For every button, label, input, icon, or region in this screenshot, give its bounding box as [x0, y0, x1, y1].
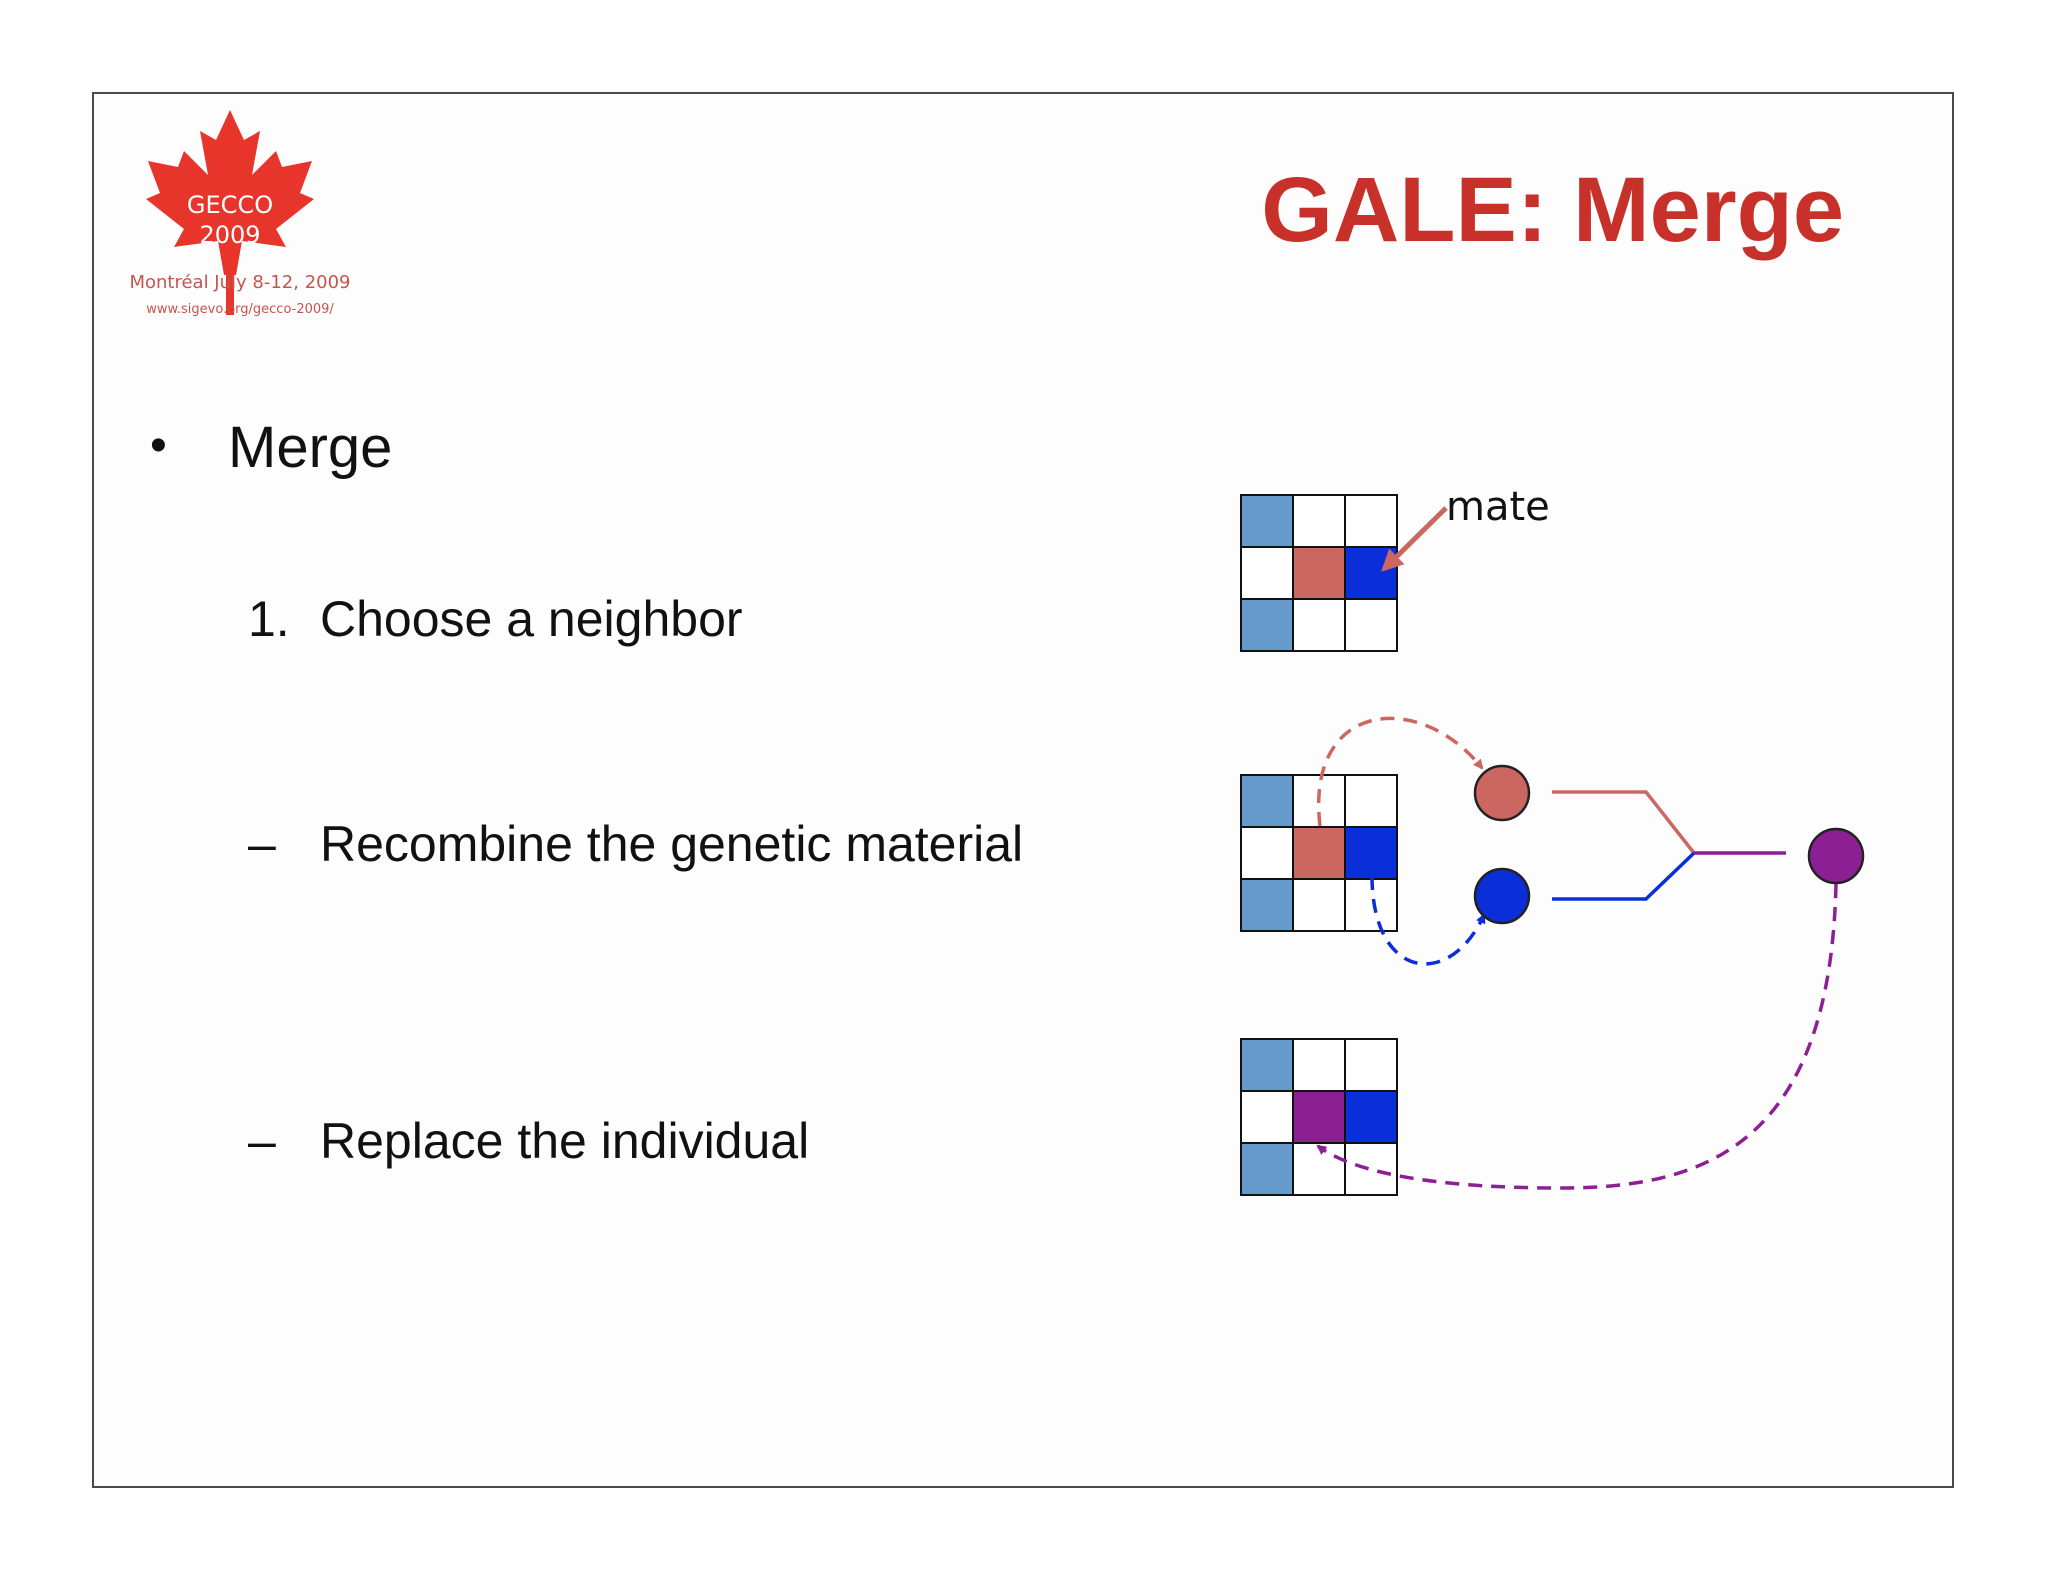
grid-cell-offspring	[1292, 1090, 1346, 1144]
step-label: Recombine the genetic material	[320, 816, 1024, 872]
individual-to-parent-arrow	[1316, 716, 1484, 827]
step-marker: –	[248, 1113, 276, 1169]
grid-cell-empty	[1344, 774, 1398, 828]
step-label: Replace the individual	[320, 1113, 810, 1169]
grid-recombine	[1240, 774, 1398, 932]
slide-frame	[92, 92, 1954, 1488]
step-choose-neighbor: 1. Choose a neighbor	[248, 590, 743, 648]
grid-cell-mate	[1344, 826, 1398, 880]
parent-mate-node	[1473, 867, 1531, 925]
mate-to-parent-arrow	[1370, 875, 1486, 966]
grid-cell-empty	[1344, 1038, 1398, 1092]
replace-arrow	[1316, 883, 1838, 1190]
grid-replace	[1240, 1038, 1398, 1196]
logo-city-date: Montréal July 8-12, 2009	[129, 272, 351, 293]
main-bullet-label: Merge	[228, 415, 393, 480]
offspring-node	[1807, 827, 1865, 885]
grid-cell-empty	[1344, 494, 1398, 548]
step-recombine: –Recombine the genetic material	[248, 815, 1023, 873]
grid-cell-empty	[1292, 598, 1346, 652]
mate-label: mate	[1446, 484, 1550, 530]
grid-cell-neighbor	[1240, 1142, 1294, 1196]
grid-choose-neighbor	[1240, 494, 1398, 652]
page-title: GALE: Merge	[1261, 159, 1844, 261]
individual-crossover-line	[1552, 790, 1696, 855]
mate-arrow	[1381, 506, 1448, 572]
logo-badge-line2: 2009	[199, 221, 260, 249]
grid-cell-empty	[1344, 598, 1398, 652]
grid-cell-individual	[1292, 826, 1346, 880]
grid-cell-neighbor	[1240, 774, 1294, 828]
grid-cell-empty	[1292, 1038, 1346, 1092]
step-marker: –	[248, 816, 276, 872]
grid-cell-individual	[1292, 546, 1346, 600]
bullet-marker: •	[150, 419, 167, 472]
grid-cell-empty	[1344, 1142, 1398, 1196]
grid-cell-mate	[1344, 546, 1398, 600]
grid-cell-empty	[1292, 494, 1346, 548]
mate-crossover-line	[1552, 851, 1696, 901]
grid-cell-empty	[1240, 826, 1294, 880]
grid-cell-empty	[1240, 546, 1294, 600]
grid-cell-neighbor	[1240, 1038, 1294, 1092]
grid-cell-empty	[1292, 878, 1346, 932]
maple-leaf-shape	[146, 110, 314, 315]
grid-cell-neighbor	[1240, 878, 1294, 932]
grid-cell-empty	[1240, 1090, 1294, 1144]
maple-leaf-icon: GECCO 2009	[146, 110, 314, 315]
step-replace: –Replace the individual	[248, 1112, 809, 1170]
parent-individual-node	[1473, 764, 1531, 822]
step-label: Choose a neighbor	[320, 591, 743, 647]
main-bullet: • Merge	[150, 414, 392, 481]
grid-cell-neighbor	[1240, 494, 1294, 548]
logo-badge-line1: GECCO	[187, 191, 273, 219]
grid-cell-empty	[1292, 1142, 1346, 1196]
step-marker: 1.	[248, 591, 290, 647]
logo-url: www.sigevo.org/gecco-2009/	[146, 302, 334, 317]
grid-cell-mate	[1344, 1090, 1398, 1144]
grid-cell-neighbor	[1240, 598, 1294, 652]
